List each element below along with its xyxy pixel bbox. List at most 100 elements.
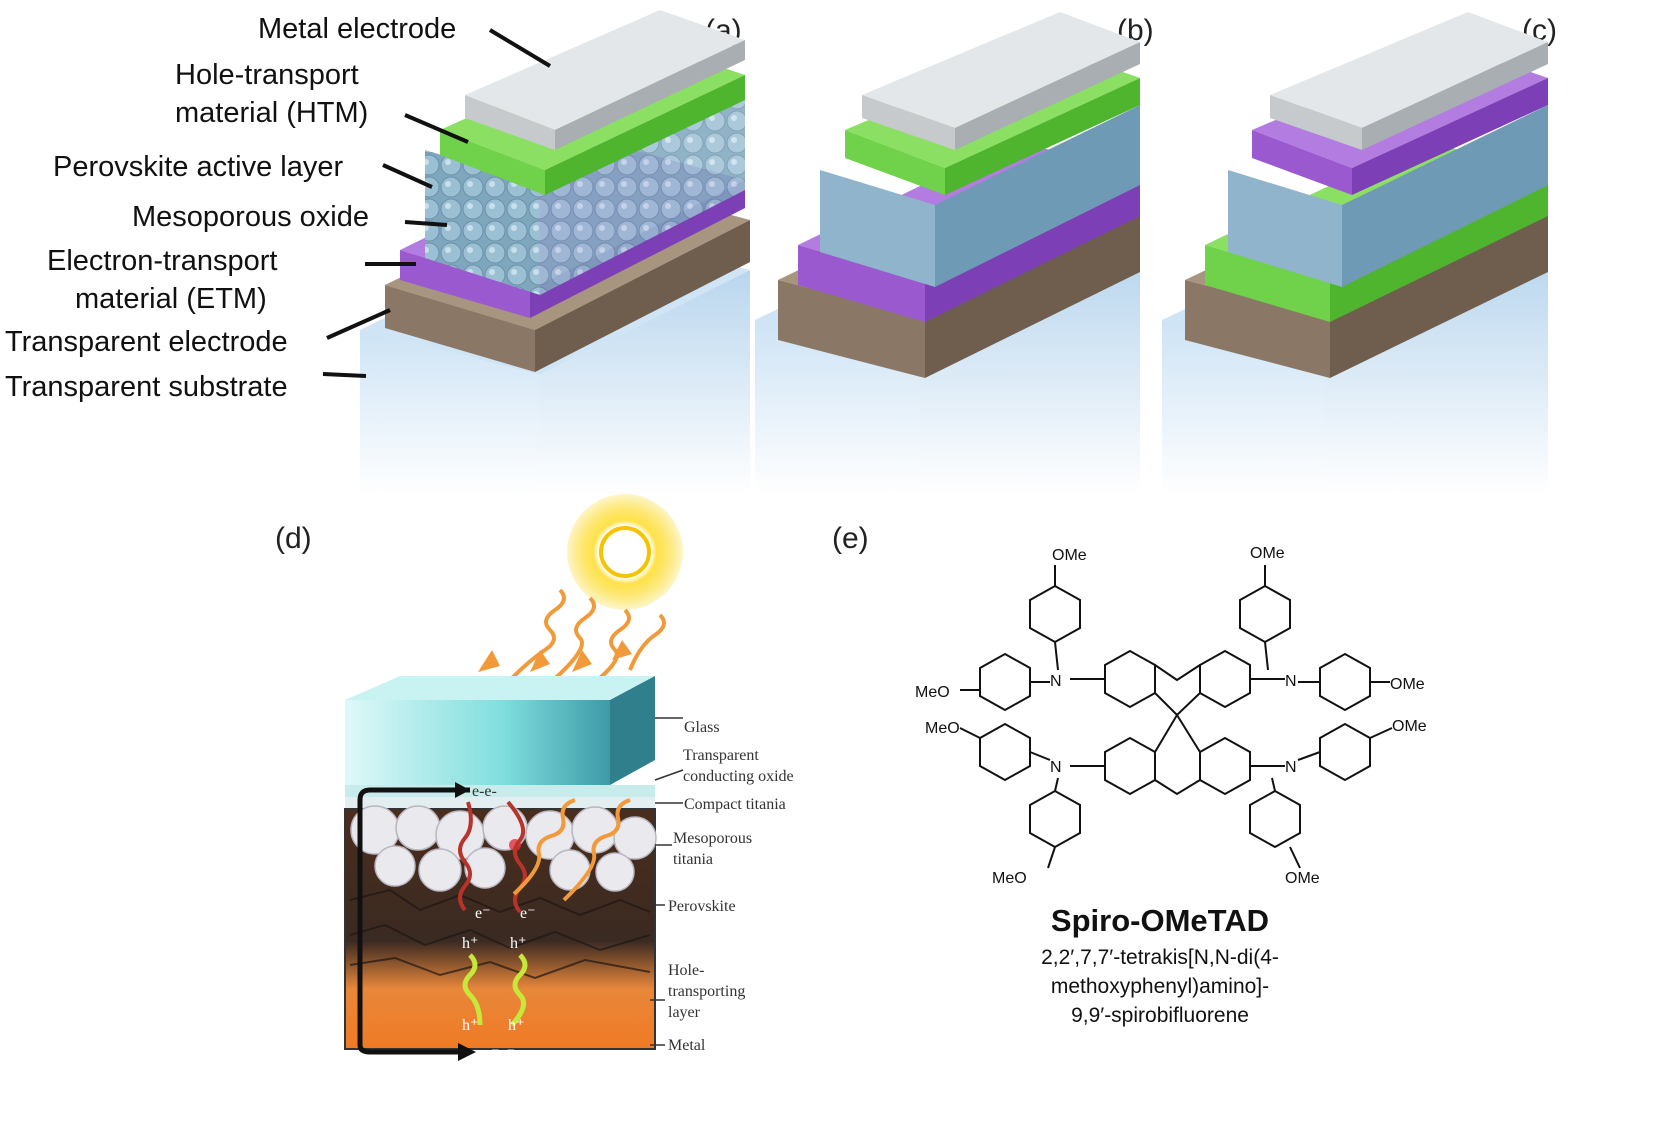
molecule-labels: OMe OMe MeO OMe MeO OMe MeO OMe N N N N … (915, 545, 1427, 1027)
leader-htm (404, 113, 469, 144)
bridge-upper (1154, 664, 1201, 682)
bridge-lower (1154, 713, 1201, 753)
tco-front-c (1185, 280, 1330, 378)
group-ome-1: OMe (1052, 547, 1087, 564)
dev-label-htl-2: transporting (668, 983, 745, 1000)
ph-lr-right (1319, 722, 1371, 782)
tco-side-a (535, 220, 750, 372)
ph-lr-bottom (1249, 789, 1301, 849)
ph-ur-top (1239, 584, 1291, 644)
ph-ul-top (1029, 584, 1081, 644)
glass-top (345, 676, 655, 700)
leader-mesoporous (404, 220, 448, 227)
glass-right (610, 676, 655, 785)
electron-arrow-top (455, 782, 470, 798)
dev-label-tco-1: Transparent (683, 747, 759, 764)
atom-n-1: N (1050, 673, 1062, 690)
ph-ll-left (979, 722, 1031, 782)
htm-front-a (440, 130, 545, 195)
ring-lower-right (1199, 736, 1251, 796)
tco-front-a (385, 285, 535, 372)
metal-side-a (555, 40, 745, 150)
dev-label-htl-1: Hole- (668, 962, 704, 979)
group-meo-7: MeO (992, 870, 1027, 887)
label-metal-electrode: Metal electrode (258, 13, 456, 45)
ray-head-3 (572, 650, 592, 672)
glass-front (345, 700, 610, 785)
ray-3 (583, 608, 631, 692)
substrate-side-a (540, 270, 750, 495)
hole-arrows (462, 953, 528, 1027)
label-mesoporous: Mesoporous oxide (132, 201, 369, 233)
substrate-side-c (1325, 258, 1548, 495)
carrier-h3: h⁺ (462, 1017, 478, 1034)
perovskite-front-c (1228, 170, 1342, 287)
ring-lower-left (1104, 736, 1156, 796)
ring-upper-left (1104, 649, 1156, 709)
molecule-e (959, 565, 1393, 869)
metal-top-c (1270, 12, 1548, 128)
stack-a (360, 10, 750, 495)
label-transparent-substrate: Transparent substrate (5, 371, 288, 403)
molecule-iupac-3: 9,9′-spirobifluorene (1071, 1004, 1249, 1027)
label-htm-1: Hole-transport (175, 59, 359, 91)
ray-head-1 (478, 650, 500, 672)
dev-label-glass: Glass (684, 719, 720, 736)
dev-label-metal: Metal (668, 1037, 706, 1054)
label-perovskite: Perovskite active layer (53, 151, 343, 183)
metal-front-b (862, 95, 955, 150)
etm-side-b (925, 176, 1140, 322)
mesoporous-spheres (350, 805, 657, 892)
atom-n-3: N (1050, 759, 1062, 776)
stack-c (1162, 12, 1548, 495)
carrier-e2: e⁻ (520, 905, 536, 922)
bridge-upper-2 (1154, 692, 1201, 717)
leader-metal (488, 28, 552, 68)
ph-ur-right (1319, 652, 1371, 712)
ph-ul-left (979, 652, 1031, 712)
metal-top-b (862, 12, 1140, 128)
group-meo-3: MeO (915, 684, 950, 701)
molecule-iupac-2: methoxyphenyl)amino]- (1051, 975, 1269, 998)
label-etm-2: material (ETM) (75, 283, 267, 315)
htm-side-a (545, 75, 745, 195)
leader-substrate (322, 372, 367, 378)
group-ome-8: OMe (1285, 870, 1320, 887)
device-d: e-e- e⁻e⁻ e⁻ e⁻ h⁺ h⁺ h⁺ h⁺ (344, 494, 794, 1062)
label-etm-1: Electron-transport (47, 245, 278, 277)
perovskite-side-b (935, 105, 1140, 287)
htm-front-c (1205, 245, 1330, 322)
htm-front-b (845, 130, 945, 195)
light-rays (508, 588, 666, 692)
atom-n-2: N (1285, 673, 1297, 690)
ray-head-2 (530, 650, 550, 672)
ray-head-4 (612, 640, 632, 660)
tco-side-c (1330, 212, 1548, 378)
substrate-side-b (920, 258, 1140, 495)
ray-2 (548, 596, 596, 685)
dev-label-perovskite: Perovskite (668, 898, 736, 915)
panel-label-e: (e) (832, 522, 869, 555)
metal-side-b (955, 42, 1140, 150)
ring-upper-right (1199, 649, 1251, 709)
etm-side-c (1352, 78, 1548, 195)
carrier-h2: h⁺ (510, 935, 526, 952)
dev-label-meso-1: Mesoporous (673, 830, 752, 847)
panel-label-d: (d) (275, 522, 312, 555)
molecule-name: Spiro-OMeTAD (1051, 903, 1269, 938)
meso-front-a (425, 150, 540, 295)
ph-ll-bottom (1029, 789, 1081, 849)
carrier-bottom: e⁻e⁻ (484, 1045, 515, 1062)
etm-front-a (400, 250, 530, 318)
meso-side-a (540, 85, 745, 295)
label-transparent-electrode: Transparent electrode (5, 326, 288, 358)
electron-path (357, 787, 470, 1055)
group-ome-2: OMe (1250, 545, 1285, 562)
dev-label-tco-2: conducting oxide (683, 768, 794, 785)
stack-b (755, 12, 1140, 495)
dev-label-compact: Compact titania (684, 796, 786, 813)
electron-arrows (458, 800, 527, 914)
htm-side-b (945, 78, 1140, 195)
leader-perovskite (382, 163, 433, 189)
